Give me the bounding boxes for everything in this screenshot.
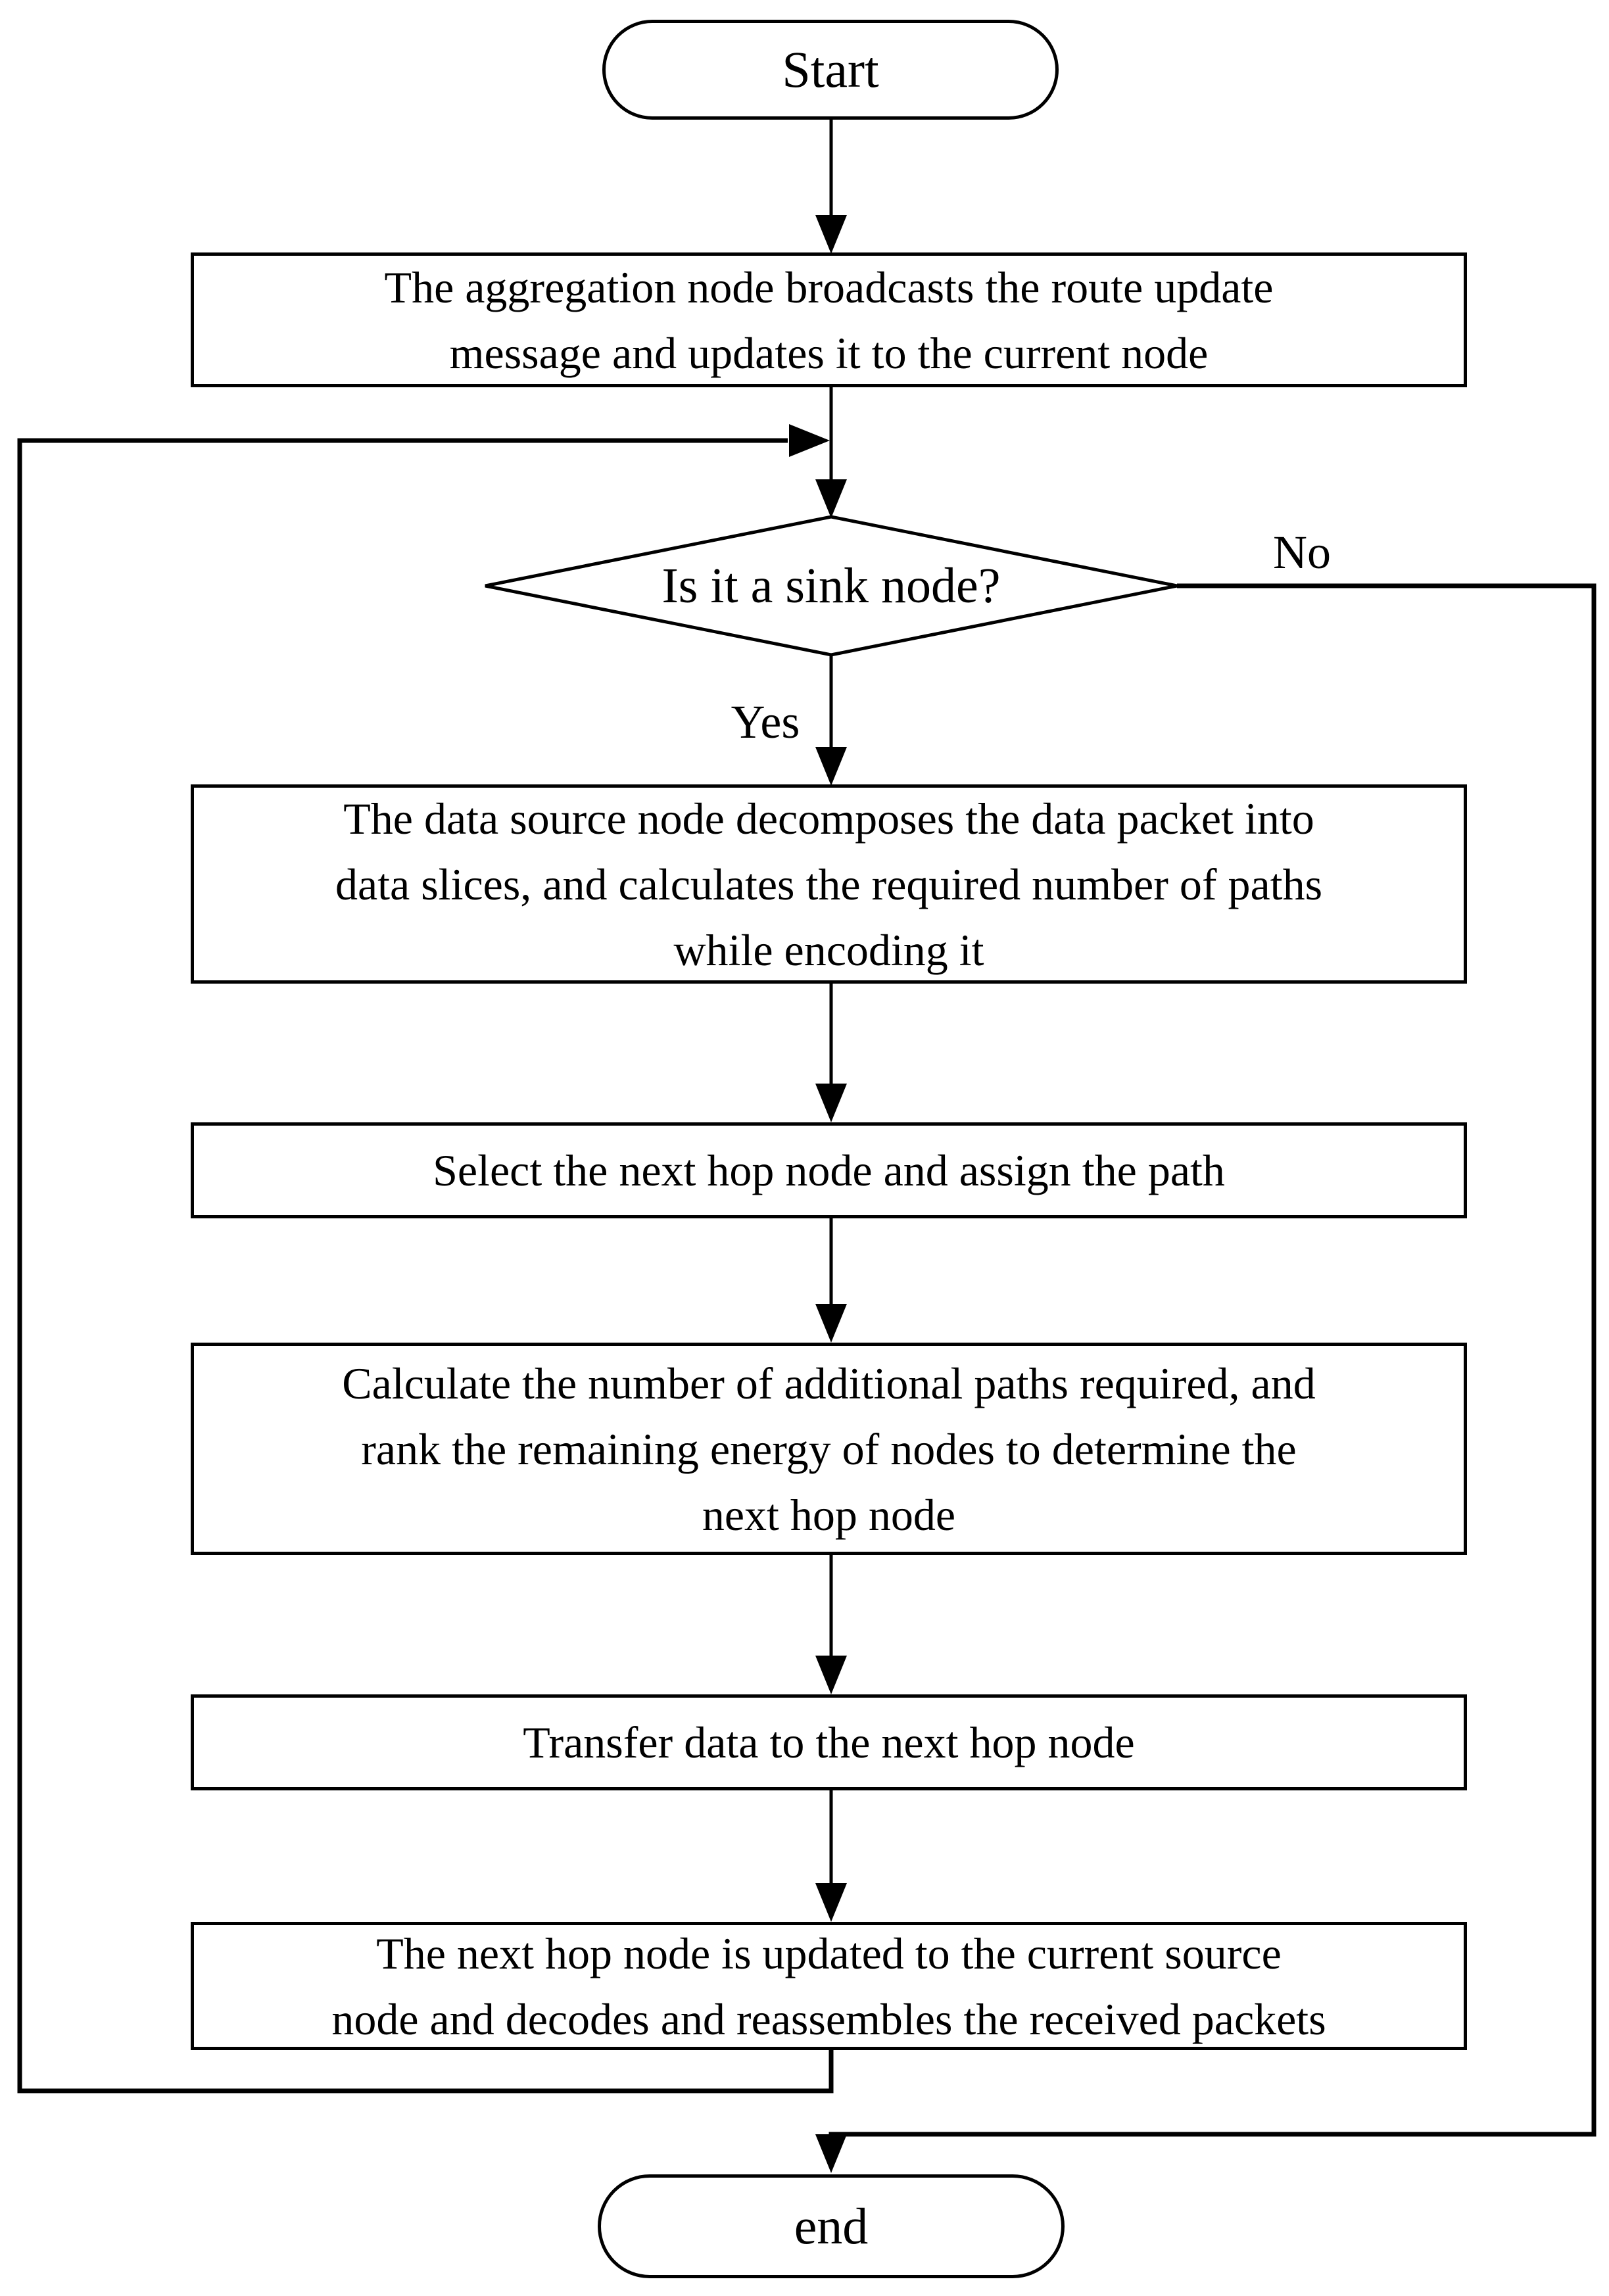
node-transfer-data: Transfer data to the next hop node [191,1694,1467,1790]
arrowhead-decision-no [815,2134,847,2173]
arrowhead-loop-junction [789,424,830,457]
node-broadcast-route-update: The aggregation node broadcasts the rout… [191,252,1467,387]
node-update-current-source: The next hop node is updated to the curr… [191,1922,1467,2050]
edge-loop-update-to-decision [17,438,834,2093]
node-start: Start [602,20,1059,120]
node-end-label: end [794,2197,869,2255]
node-decompose-packet: The data source node decomposes the data… [191,784,1467,984]
node-calculate-additional-paths-label: Calculate the number of additional paths… [342,1358,1316,1540]
edge-label-yes: Yes [722,696,809,748]
arrowhead-transfer-to-update [815,1883,847,1922]
node-is-sink-node-label: Is it a sink node? [661,558,1001,613]
arrowhead-start-to-broadcast [815,215,847,254]
node-is-sink-node: Is it a sink node? [485,517,1177,655]
arrowhead-broadcast-to-decision [815,479,847,518]
edge-label-no: No [1249,526,1355,579]
arrowhead-select-to-calculate [815,1304,847,1343]
arrowhead-decompose-to-select [815,1084,847,1122]
node-end: end [598,2174,1065,2278]
node-broadcast-route-update-label: The aggregation node broadcasts the rout… [384,262,1274,378]
node-select-next-hop: Select the next hop node and assign the … [191,1122,1467,1218]
node-calculate-additional-paths: Calculate the number of additional paths… [191,1343,1467,1555]
node-update-current-source-label: The next hop node is updated to the curr… [331,1928,1326,2044]
arrowhead-calculate-to-transfer [815,1656,847,1694]
arrowhead-decision-yes [815,747,847,786]
node-start-label: Start [782,41,879,98]
node-transfer-data-label: Transfer data to the next hop node [523,1717,1135,1767]
node-decompose-packet-label: The data source node decomposes the data… [335,793,1323,975]
node-select-next-hop-label: Select the next hop node and assign the … [433,1145,1225,1195]
